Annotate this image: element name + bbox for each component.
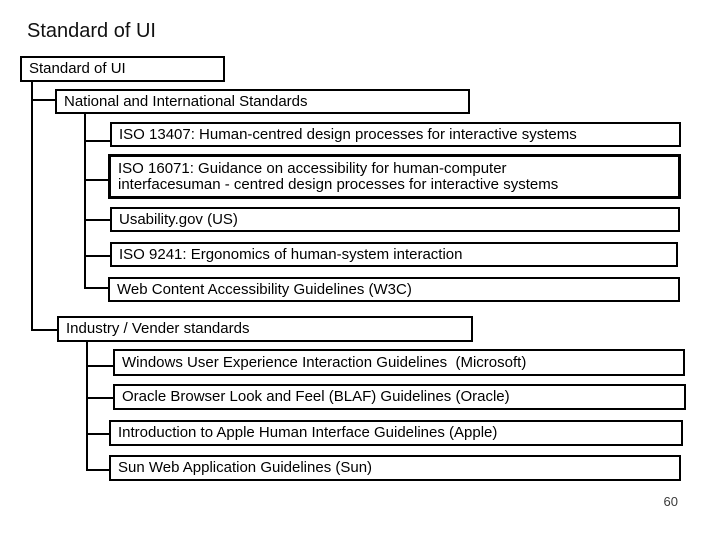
node-wcag: Web Content Accessibility Guidelines (W3… — [108, 277, 680, 302]
connector-to-iso16071 — [84, 179, 108, 181]
page-title: Standard of UI — [27, 20, 156, 42]
connector-to-windows — [86, 365, 113, 367]
node-label: Usability.gov (US) — [119, 210, 238, 228]
node-label: Web Content Accessibility Guidelines (W3… — [117, 280, 412, 298]
connector-industry-vertical — [86, 342, 88, 471]
node-label: Oracle Browser Look and Feel (BLAF) Guid… — [122, 388, 510, 405]
page-number: 60 — [663, 494, 678, 509]
node-iso-13407: ISO 13407: Human-centred design processe… — [110, 122, 681, 147]
node-windows-guidelines: Windows User Experience Interaction Guid… — [113, 349, 685, 376]
node-iso-16071: ISO 16071: Guidance on accessibility for… — [108, 154, 681, 199]
node-usability-gov: Usability.gov (US) — [110, 207, 680, 232]
node-industry-vender-standards: Industry / Vender standards — [57, 316, 473, 342]
node-label: Windows User Experience Interaction Guid… — [122, 353, 527, 371]
connector-to-apple — [86, 433, 109, 435]
connector-to-national — [31, 99, 55, 101]
node-label: ISO 16071: Guidance on accessibility for… — [118, 159, 559, 193]
connector-root-vertical — [31, 82, 33, 331]
connector-to-usability — [84, 219, 110, 221]
connector-to-oracle — [86, 397, 113, 399]
node-label: ISO 13407: Human-centred design processe… — [119, 125, 577, 143]
node-apple-hig: Introduction to Apple Human Interface Gu… — [109, 420, 683, 446]
node-oracle-blaf-guidelines: Oracle Browser Look and Feel (BLAF) Guid… — [113, 384, 686, 410]
node-iso-9241: ISO 9241: Ergonomics of human-system int… — [110, 242, 678, 267]
connector-to-industry — [31, 329, 57, 331]
node-label: Sun Web Application Guidelines (Sun) — [118, 459, 373, 476]
node-label: Introduction to Apple Human Interface Gu… — [118, 424, 498, 441]
node-sun-guidelines: Sun Web Application Guidelines (Sun) — [109, 455, 681, 481]
connector-to-iso9241 — [84, 255, 110, 257]
connector-to-wcag — [84, 287, 108, 289]
node-national-standards: National and International Standards — [55, 89, 470, 114]
connector-national-vertical — [84, 114, 86, 289]
node-label: National and International Standards — [64, 92, 308, 110]
connector-to-sun — [86, 469, 109, 471]
node-label: Standard of UI — [29, 60, 126, 77]
node-label: Industry / Vender standards — [66, 320, 250, 337]
node-label: ISO 9241: Ergonomics of human-system int… — [119, 245, 463, 263]
connector-to-iso13407 — [84, 140, 110, 142]
node-standard-of-ui: Standard of UI — [20, 56, 225, 82]
